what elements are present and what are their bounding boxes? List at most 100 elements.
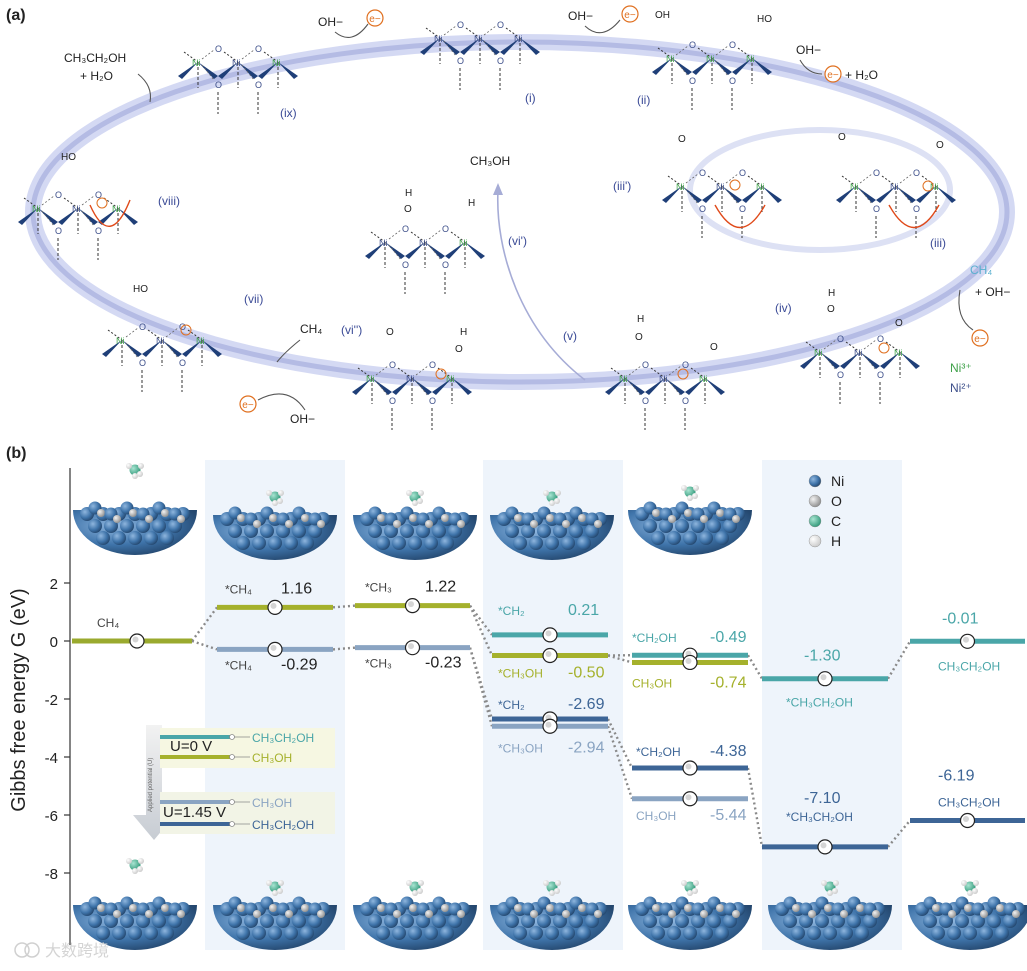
electron-icon — [677, 368, 689, 380]
species-label: *CH₄ — [225, 658, 252, 672]
ni-atom-label: Ni — [850, 182, 859, 192]
adsorbate-marker-core — [545, 651, 552, 657]
inset-product-label: CH₃OH — [252, 751, 292, 765]
adsorbate-atom-label: H — [637, 314, 644, 325]
slab-model-t4 — [490, 490, 614, 560]
y-tick-label: -4 — [45, 750, 58, 767]
inset-box-bottom — [160, 792, 335, 834]
o-atom-label: O — [55, 190, 62, 200]
reaction-arrow — [257, 393, 306, 411]
slab-model-b7 — [908, 880, 1027, 950]
ni-atom-label: Ni — [196, 336, 205, 346]
stage-labels: (i)(ii)(iii')(iii)(iv)(v)(vi')(vi'')(vii… — [158, 91, 946, 343]
stage-label: (iv) — [775, 301, 792, 315]
y-tick-label: 2 — [50, 576, 58, 593]
ni-atom-label: Ni — [514, 34, 523, 44]
slab-model-t2 — [213, 490, 337, 560]
o-atom-label: O — [729, 76, 736, 86]
energy-value-label: -6.19 — [938, 768, 975, 785]
reaction-arrow — [799, 59, 823, 75]
ni-atom-label: Ni — [112, 204, 121, 214]
inner-sub-cycle — [687, 127, 953, 253]
adsorbate-atom-label: HO — [61, 152, 76, 163]
energy-value-label: -0.23 — [425, 655, 462, 672]
adsorbate-marker-core — [963, 636, 969, 643]
slab-model-b2 — [213, 880, 337, 950]
electron-transfer-arrow — [89, 199, 131, 227]
water-product: + H₂O — [80, 69, 113, 83]
level-connector — [607, 654, 633, 664]
oh-reagent: OH− — [568, 9, 593, 23]
oh-reagent: OH− — [318, 15, 343, 29]
o-atom-label: O — [739, 204, 746, 214]
ni-atom-label: Ni — [379, 238, 388, 248]
level-connector — [332, 604, 356, 609]
adsorbate-atom-label: O — [710, 342, 718, 353]
ni-atom-label: Ni — [446, 374, 455, 384]
o-atom-label: O — [255, 80, 262, 90]
adsorbate-atom-label: H — [468, 198, 475, 209]
slab-model-b5 — [628, 880, 752, 950]
ni-atom-label: Ni — [666, 54, 675, 64]
ni-atom-label: Ni — [419, 238, 428, 248]
slab-model-b1 — [73, 858, 197, 950]
level-connector — [191, 639, 218, 651]
panel-b-label: (b) — [6, 445, 26, 462]
methanol-product: CH₃OH — [470, 154, 510, 168]
species-label: *CH₂ — [498, 698, 525, 712]
adsorbate-atom-label: O — [838, 132, 846, 143]
level-connector — [606, 718, 634, 769]
stage-label: (v) — [563, 329, 577, 343]
atom-legend-swatch — [808, 474, 822, 488]
methane-product: CH₄ — [300, 322, 322, 336]
inset-product-label: CH₃CH₂OH — [252, 818, 314, 832]
o-atom-label: O — [442, 260, 449, 270]
o-atom-label: O — [642, 360, 649, 370]
electron-icon — [96, 197, 108, 209]
o-atom-label: O — [699, 204, 706, 214]
ni-atom-label: Ni — [854, 348, 863, 358]
electron-icon — [180, 324, 192, 336]
species-label: *CH₂ — [498, 604, 525, 618]
methanol-branch-arrowhead — [493, 183, 503, 195]
adsorbate-atom-label: O — [827, 304, 835, 315]
adsorbate-marker-core — [820, 842, 827, 849]
stage-label: (vi') — [508, 234, 527, 248]
stage-label: (ix) — [280, 106, 297, 120]
ni-atom-label: Ni — [659, 374, 668, 384]
y-axis-ticks: 20-2-4-6-8 — [45, 576, 70, 883]
ni-atom-label: Ni — [890, 182, 899, 192]
o-atom-label: O — [729, 40, 736, 50]
species-label: *CH₃CH₂OH — [786, 696, 853, 710]
adsorbate-marker-core — [963, 816, 969, 823]
ni-atom-label: Ni — [72, 204, 81, 214]
species-label: CH₃OH — [632, 676, 672, 690]
y-tick-label: 0 — [50, 634, 58, 651]
o-atom-label: O — [682, 360, 689, 370]
o-atom-label: O — [457, 20, 464, 30]
adsorbate-atom-label: HO — [757, 14, 772, 25]
y-tick-label: -8 — [45, 866, 58, 883]
adsorbate-atom-label: O — [936, 140, 944, 151]
ni-atom-label: Ni — [232, 58, 241, 68]
svg-text:e−: e− — [242, 400, 254, 411]
o-atom-label: O — [689, 40, 696, 50]
o-atom-label: O — [442, 224, 449, 234]
ni-atom-label: Ni — [746, 54, 755, 64]
energy-value-label: 0.21 — [568, 602, 599, 619]
adsorbate-atom-label: H — [405, 188, 412, 199]
ni-atom-label: Ni — [474, 34, 483, 44]
adsorbate-marker-core — [685, 657, 692, 664]
slab-model-t3 — [353, 490, 477, 560]
ni-atom-label: Ni — [756, 182, 765, 192]
adsorbate-marker-core — [132, 636, 139, 643]
species-label: *CH₄ — [225, 582, 252, 596]
species-label: *CH₃ — [365, 581, 392, 595]
atom-legend-label: Ni — [831, 473, 844, 489]
potential-inset: Applied potential (U)CH₃CH₂OHCH₃OHCH₃OHC… — [133, 725, 335, 840]
adsorbate-marker-core — [408, 601, 414, 608]
slab-model-t5 — [628, 485, 752, 555]
electron-transfer-arrow — [888, 204, 940, 229]
